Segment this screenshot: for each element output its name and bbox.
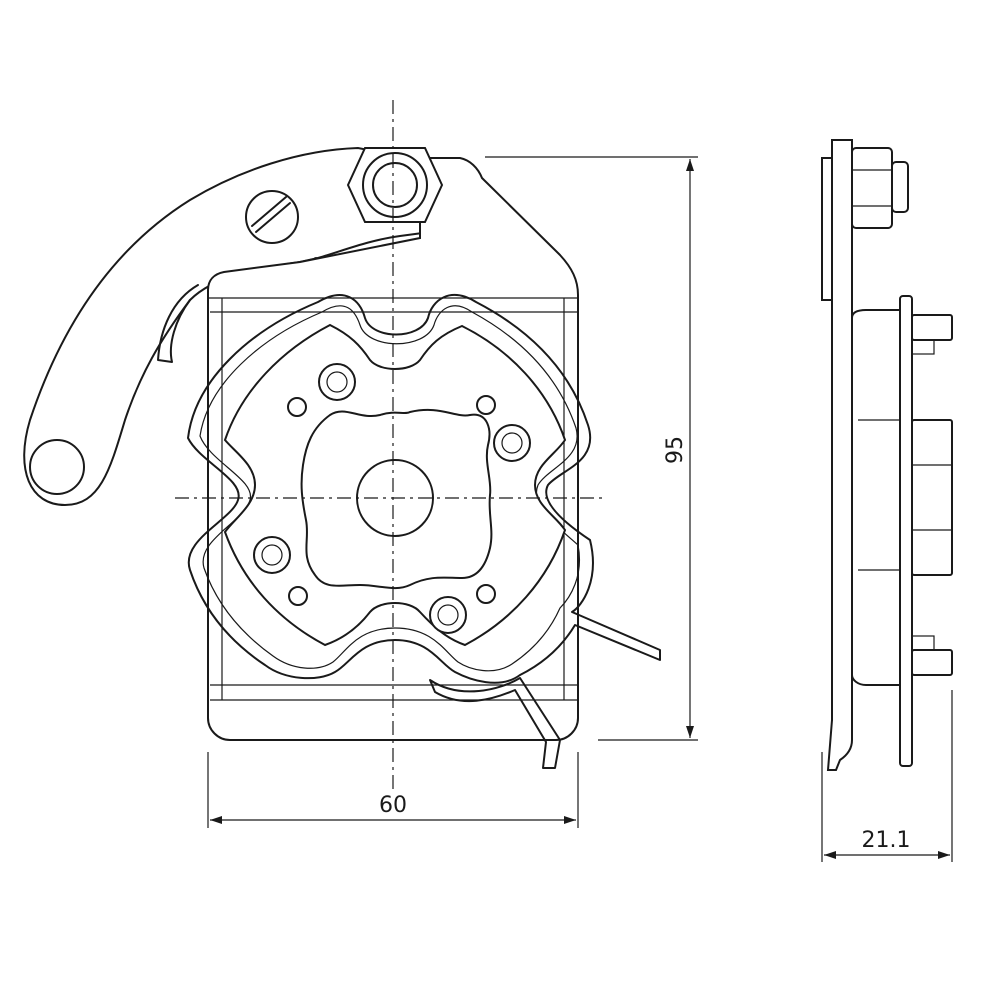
dimension-depth-label: 21.1 [862, 828, 911, 853]
front-view: hei [23, 100, 661, 790]
side-view [821, 139, 953, 771]
dimension-depth: 21.1 [821, 690, 953, 862]
side-spring-plate [899, 295, 913, 767]
dimension-width-label: 60 [379, 793, 407, 818]
dimension-height-label: 95 [663, 436, 688, 464]
dimension-width: 60 [207, 752, 579, 828]
adapter-plate [223, 323, 567, 647]
slotted-screw-icon [245, 190, 299, 244]
hex-nut [346, 147, 444, 223]
dimension-height: 95 [485, 156, 698, 741]
bolt-end-icon [372, 162, 418, 208]
side-nut [851, 147, 893, 229]
arm-hole-icon [29, 439, 85, 495]
lever-pivot-edge [157, 284, 199, 363]
